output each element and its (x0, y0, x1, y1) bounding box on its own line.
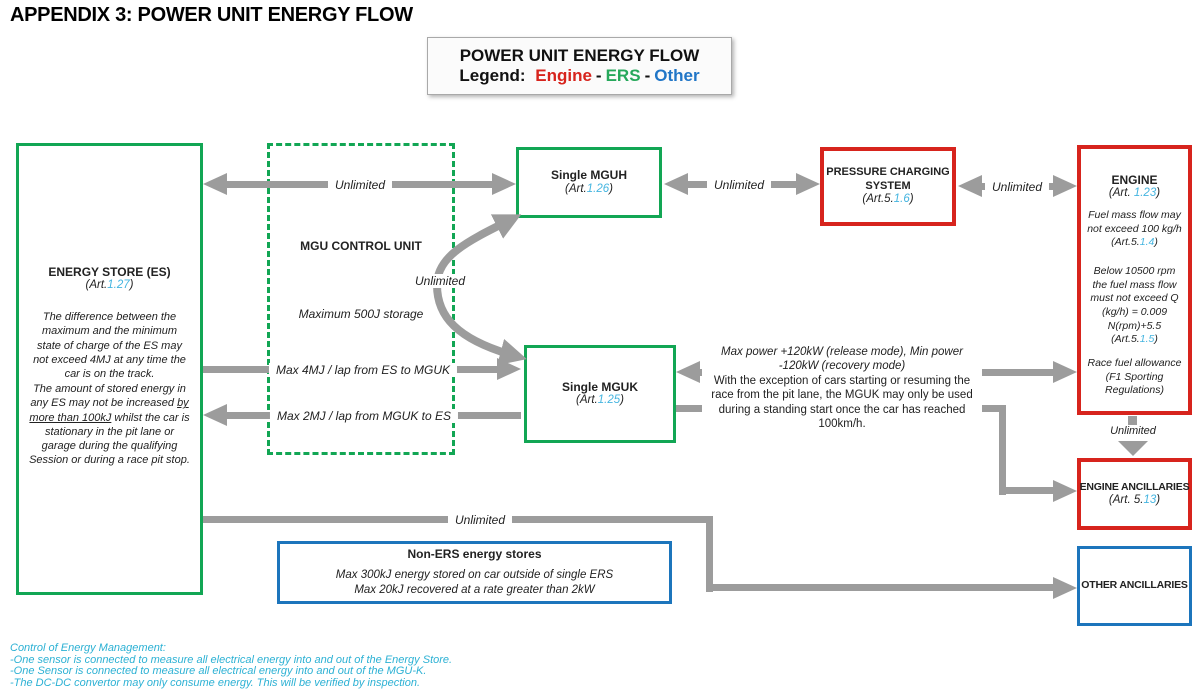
energy-store-box: ENERGY STORE (ES) (Art.1.27) The differe… (16, 143, 203, 595)
arrow-es-to-mguk-label: Max 4MJ / lap from ES to MGUK (268, 363, 458, 377)
arrowhead-into-engine-mid (1053, 361, 1077, 383)
arrowhead-into-mguk-right (676, 361, 700, 383)
notes-line: -One sensor is connected to measure all … (10, 653, 453, 666)
arrowhead-into-mguh-right (664, 173, 688, 195)
energy-store-para1: The difference between the maximum and t… (33, 311, 186, 381)
other-ancillaries-title: OTHER ANCILLARIES (1081, 579, 1188, 592)
mguh-box: Single MGUH (Art.1.26) (516, 147, 662, 218)
arrowhead-into-pcs-right (958, 175, 982, 197)
mguk-box: Single MGUK (Art.1.25) (524, 345, 676, 443)
mguh-article: (Art.1.26) (565, 182, 613, 195)
mguh-title: Single MGUH (550, 168, 627, 183)
engine-article: (Art. 1.23) (1108, 187, 1161, 200)
engine-rpm-note: Below 10500 rpm the fuel mass flow must … (1090, 265, 1179, 346)
curved-arrow-label: Unlimited (407, 274, 473, 288)
arrow-mguk-to-es-label: Max 2MJ / lap from MGUK to ES (269, 409, 459, 423)
energy-store-title: ENERGY STORE (ES) (48, 265, 171, 279)
arrowhead-into-es-mid (203, 404, 227, 426)
legend-title: POWER UNIT ENERGY FLOW (459, 46, 700, 65)
mguk-engine-note: Max power +120kW (release mode), Min pow… (702, 345, 982, 432)
pcs-article: (Art.5.1.6) (862, 192, 914, 205)
engine-box: ENGINE (Art. 1.23) Fuel mass flow may no… (1077, 145, 1192, 415)
arrowhead-into-other-ancillaries (1053, 577, 1077, 599)
notes-line: -The DC-DC convertor may only consume en… (10, 676, 421, 689)
arrowhead-into-mguk-left (497, 358, 521, 380)
non-ers-line2: Max 20kJ recovered at a rate greater tha… (354, 583, 595, 596)
legend-sep: - (595, 66, 602, 85)
mgu-control-unit-title: MGU CONTROL UNIT (300, 239, 422, 253)
stub-engine-down (1128, 416, 1137, 425)
arrow-engine-ancillaries-label: Unlimited (1107, 425, 1159, 437)
non-ers-title: Non-ERS energy stores (407, 547, 542, 562)
engine-ancillaries-title: ENGINE ANCILLARIES (1079, 480, 1190, 493)
legend-sep: - (644, 66, 651, 85)
line-es-elbow-down (706, 516, 713, 592)
legend-label: Legend: (459, 66, 526, 85)
non-ers-box: Non-ERS energy stores Max 300kJ energy s… (277, 541, 672, 604)
arrowhead-into-es-top (203, 173, 227, 195)
arrow-mguh-pcs-label: Unlimited (706, 178, 772, 192)
other-ancillaries-box: OTHER ANCILLARIES (1077, 546, 1192, 626)
legend-other: Other (654, 66, 700, 85)
mguk-engine-note-plain: With the exception of cars starting or r… (711, 374, 973, 431)
mgu-control-unit-box: MGU CONTROL UNIT Maximum 500J storage (267, 143, 455, 455)
legend-items: Legend: Engine-ERS-Other (459, 66, 699, 86)
engine-fuel-flow-note: Fuel mass flow may not exceed 100 kg/h (… (1087, 209, 1182, 249)
arrowhead-down-into-engine-ancillaries (1118, 441, 1148, 456)
arrowhead-into-mguh (492, 173, 516, 195)
arrow-es-mguh-label: Unlimited (327, 178, 393, 192)
pcs-title: PRESSURE CHARGING SYSTEM (826, 166, 950, 192)
line-elbow-down (999, 405, 1006, 495)
arrowhead-into-engine (1053, 175, 1077, 197)
mguk-title: Single MGUK (561, 379, 638, 394)
energy-management-notes: Control of Energy Management: -One senso… (10, 642, 453, 689)
pressure-charging-system-box: PRESSURE CHARGING SYSTEM (Art.5.1.6) (820, 147, 956, 226)
legend-ers: ERS (605, 66, 641, 85)
mguk-article: (Art.1.25) (576, 394, 624, 407)
arrowhead-into-engine-ancillaries (1053, 480, 1077, 502)
notes-title: Control of Energy Management: (10, 642, 166, 654)
engine-title: ENGINE (1111, 173, 1158, 187)
legend-engine: Engine (535, 66, 592, 85)
engine-ancillaries-article: (Art. 5.13) (1108, 493, 1161, 506)
line-elbow-to-ancillaries (999, 487, 1055, 494)
notes-line: -One Sensor is connected to measure all … (10, 665, 427, 677)
mgu-storage-note: Maximum 500J storage (298, 307, 424, 321)
arrowhead-into-pcs (796, 173, 820, 195)
line-elbow-to-other (706, 584, 1055, 591)
arrow-es-other-label: Unlimited (447, 513, 513, 527)
page-title: APPENDIX 3: POWER UNIT ENERGY FLOW (10, 4, 413, 26)
legend-box: POWER UNIT ENERGY FLOW Legend: Engine-ER… (427, 37, 732, 95)
energy-store-para2: The amount of stored energy in any ES ma… (29, 383, 190, 467)
energy-store-article: (Art.1.27) (85, 279, 134, 292)
engine-ancillaries-box: ENGINE ANCILLARIES (Art. 5.13) (1077, 458, 1192, 530)
non-ers-line1: Max 300kJ energy stored on car outside o… (335, 568, 614, 581)
mguk-engine-note-italic: Max power +120kW (release mode), Min pow… (721, 346, 963, 373)
engine-race-fuel-note: Race fuel allowance (F1 Sporting Regulat… (1087, 357, 1182, 397)
arrow-pcs-engine-label: Unlimited (984, 180, 1050, 194)
